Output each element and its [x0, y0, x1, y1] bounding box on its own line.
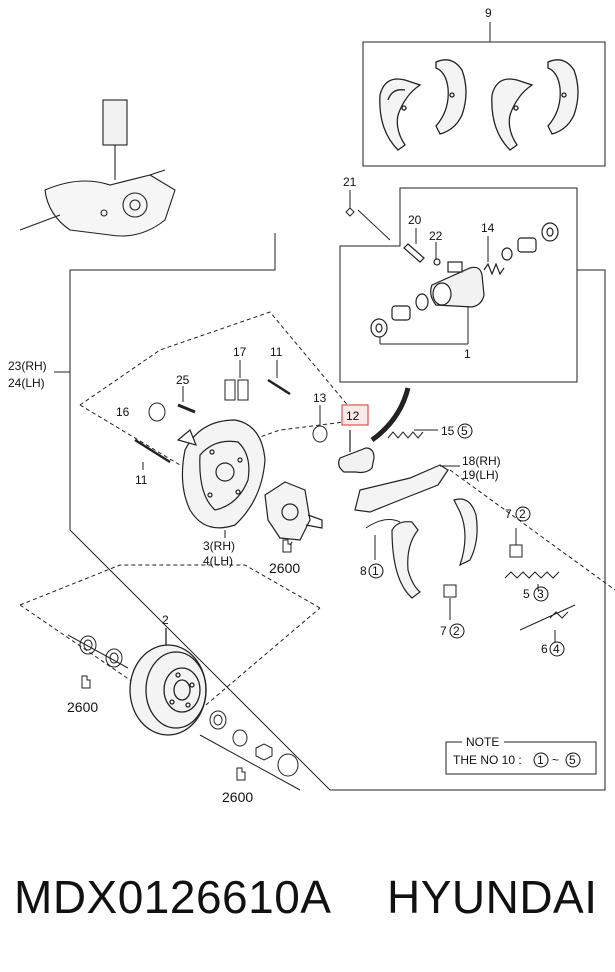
circle-6 [549, 641, 565, 657]
label-20: 20 [408, 213, 422, 227]
label-19: 19(LH) [462, 468, 499, 482]
note-to: 5 [569, 753, 576, 767]
label-18: 18(RH) [462, 454, 501, 468]
part-5-spring [504, 571, 560, 579]
label-2600-right: 2600 [222, 789, 253, 805]
circle-8 [368, 563, 384, 579]
label-6: 6 [541, 642, 548, 656]
circle-note-to [565, 752, 581, 768]
label-7a: 7 [505, 507, 512, 521]
part-25-drawing [177, 386, 196, 414]
label-4: 4(LH) [203, 554, 233, 568]
label-2: 2 [162, 613, 169, 627]
label-14: 14 [481, 221, 495, 235]
label-5-circle: 3 [537, 587, 544, 601]
part-11-bolts-drawing [134, 360, 291, 470]
label-16: 16 [116, 405, 130, 419]
label-2600-left: 2600 [67, 699, 98, 715]
label-11b: 11 [135, 473, 148, 487]
note-prefix: THE NO 10 : [453, 753, 522, 767]
label-3: 3(RH) [203, 539, 235, 553]
part-13-seal [312, 425, 328, 443]
label-13: 13 [313, 391, 327, 405]
part-7-retainer-b [443, 584, 457, 598]
circle-7b [449, 623, 465, 639]
note-from: 1 [537, 753, 544, 767]
part-17-drawing [224, 360, 249, 401]
note-title: NOTE [466, 735, 499, 749]
main-brake-shoes [391, 498, 478, 599]
label-7b: 7 [440, 624, 447, 638]
part-7-retainer-a [509, 544, 523, 558]
suspension-strut-drawing [19, 99, 176, 237]
note-sep: ~ [552, 753, 559, 767]
brake-shoe-drawing [379, 59, 579, 151]
circle-7a [515, 506, 531, 522]
circle-5 [533, 586, 549, 602]
label-9: 9 [485, 6, 492, 20]
part-8-spring [365, 519, 401, 529]
label-17: 17 [233, 345, 247, 359]
part-6-rod [519, 604, 576, 631]
hand-icon-b [81, 675, 91, 689]
label-8: 8 [360, 564, 367, 578]
bearings-right [199, 710, 301, 791]
pointer-curve [370, 387, 411, 443]
label-12: 12 [346, 409, 360, 423]
hand-icon-a [282, 539, 292, 553]
label-22: 22 [429, 229, 443, 243]
label-21: 21 [343, 175, 357, 189]
label-1: 1 [464, 347, 471, 361]
bearings-left [67, 634, 129, 669]
label-15: 15 [441, 424, 455, 438]
brake-drum-drawing [129, 628, 207, 736]
label-6-circle: 4 [553, 642, 560, 656]
highlight-12 [341, 404, 369, 426]
circle-15 [457, 423, 473, 439]
label-7a-circle: 2 [519, 507, 526, 521]
assembly-outline [69, 233, 606, 791]
hand-icon-c [236, 767, 246, 781]
circle-note-from [533, 752, 549, 768]
part-12-wheel-cylinder [338, 430, 375, 474]
knuckle-drawing [264, 481, 323, 541]
footer: MDX0126610A HYUNDAI [0, 862, 615, 942]
wheel-cylinder-drawing [370, 222, 559, 338]
label-24: 24(LH) [8, 376, 45, 390]
part-15-spring [387, 431, 424, 439]
backing-plate-drawing [176, 419, 266, 529]
part-code: MDX0126610A [14, 871, 332, 923]
label-11a: 11 [270, 345, 283, 359]
wheel-cylinder-box [339, 187, 578, 383]
label-23: 23(RH) [8, 359, 47, 373]
note-box [445, 741, 597, 775]
label-15-circle: 5 [461, 424, 468, 438]
label-8-circle: 1 [372, 564, 379, 578]
part-18-lever [354, 464, 449, 513]
label-7b-circle: 2 [453, 624, 460, 638]
brand-name: HYUNDAI [387, 871, 598, 923]
part-16-ring [148, 402, 166, 422]
label-25: 25 [176, 373, 190, 387]
label-2600-knuckle: 2600 [269, 560, 300, 576]
label-5: 5 [523, 587, 530, 601]
